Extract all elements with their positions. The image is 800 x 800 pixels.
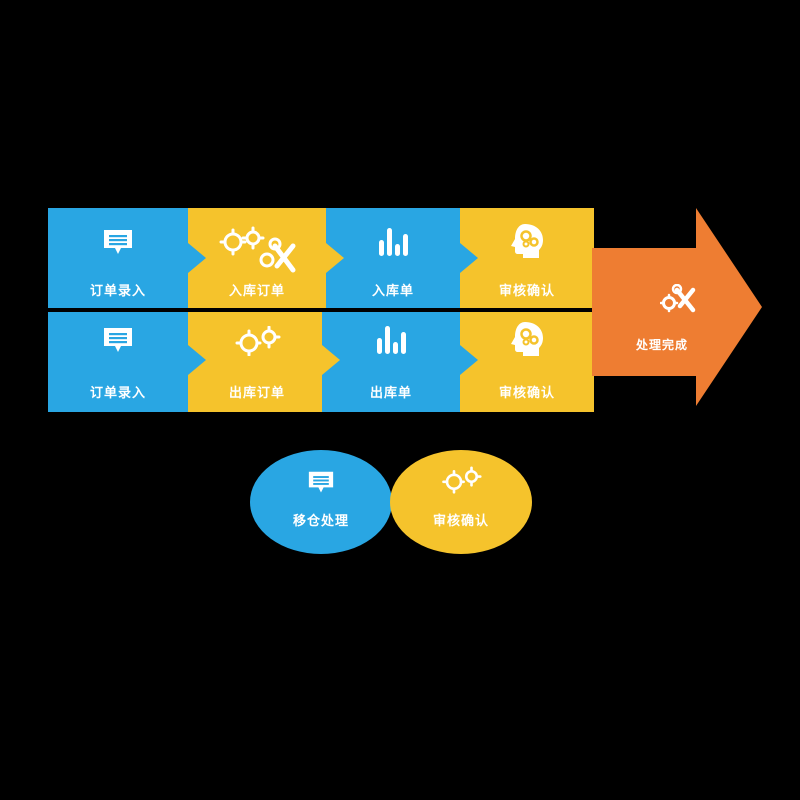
circle-review: 审核确认 (390, 450, 532, 554)
row2-step2-label: 出库订单 (228, 386, 285, 401)
arrow-shape (592, 208, 762, 406)
final-arrow: 处理完成 (592, 208, 762, 406)
row2-step3-label: 出库单 (369, 386, 412, 401)
chat-bubble-icon (101, 228, 135, 262)
row1-step2-label: 入库订单 (228, 284, 285, 299)
bar-chart-icon (374, 324, 408, 360)
row1-step1-order-entry: 订单录入 (48, 208, 188, 308)
row1-step1-label: 订单录入 (89, 284, 146, 299)
final-label: 处理完成 (635, 338, 688, 352)
head-gears-icon (507, 222, 547, 264)
row2-step2-outbound-order: 出库订单 (188, 312, 326, 412)
circle-transfer-processing: 移仓处理 (250, 450, 392, 554)
row2-step3-outbound-slip: 出库单 (322, 312, 460, 412)
chat-bubble-icon (101, 326, 135, 360)
head-gears-icon (507, 320, 547, 362)
row2-step4-review: 审核确认 (460, 312, 594, 412)
row1-step3-inbound-slip: 入库单 (326, 208, 460, 308)
circle-transfer-label: 移仓处理 (292, 514, 349, 529)
bar-chart-icon (376, 226, 410, 262)
gears-icon (440, 466, 482, 498)
gears-wrench-icon (215, 226, 299, 278)
row2-step4-label: 审核确认 (498, 386, 555, 401)
row2-step1-order-entry: 订单录入 (48, 312, 188, 412)
row1-step4-label: 审核确认 (498, 284, 555, 299)
chat-bubble-icon (306, 470, 336, 500)
row1-step2-inbound-order: 入库订单 (188, 208, 326, 308)
row2-step1-label: 订单录入 (89, 386, 146, 401)
row1-step3-label: 入库单 (371, 284, 414, 299)
circle-review-label: 审核确认 (432, 514, 489, 529)
row1-step4-review: 审核确认 (460, 208, 594, 308)
gears-icon (233, 325, 281, 360)
